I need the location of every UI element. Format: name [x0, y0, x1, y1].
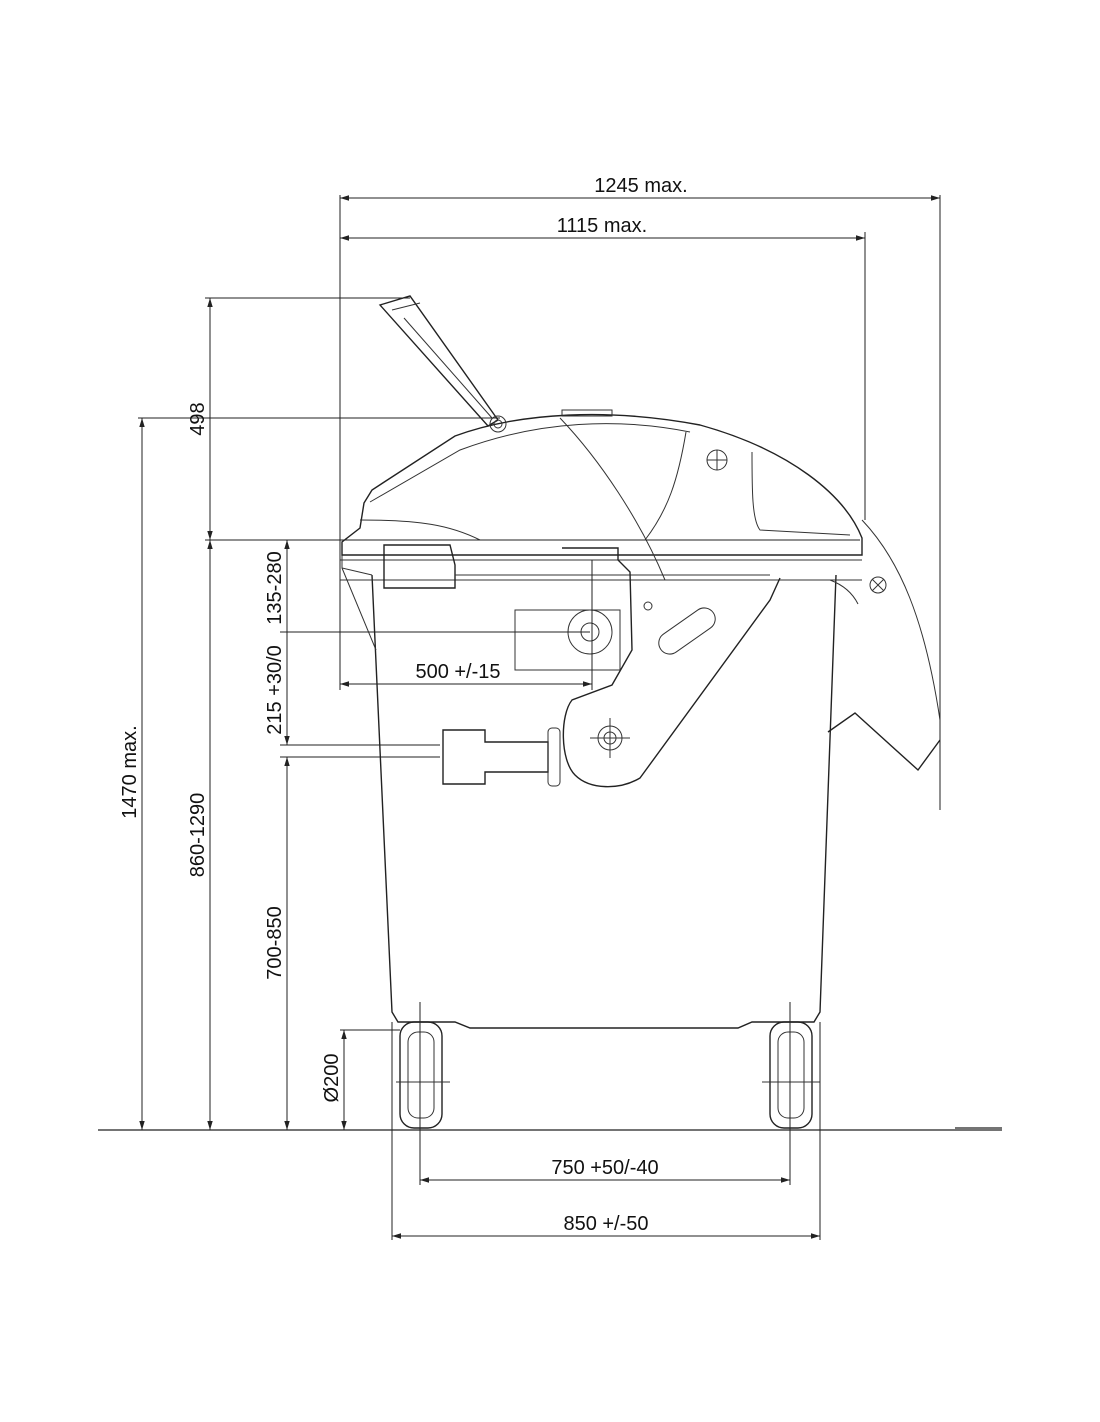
- dim-wheel-track: 750 +50/-40: [551, 1157, 658, 1179]
- lifting-hardware: [383, 544, 781, 788]
- left-wheel: [396, 1021, 450, 1129]
- dim-trunnion-height: 700-850: [264, 906, 286, 979]
- dim-lid-open-height: 498: [187, 402, 209, 435]
- lid: [341, 409, 941, 721]
- dim-trunnion-offset: 215 +30/0: [264, 645, 286, 735]
- dim-base-width: 850 +/-50: [563, 1213, 648, 1235]
- right-wheel: [762, 1021, 820, 1129]
- dim-overall-height: 1470 max.: [119, 725, 141, 818]
- dim-rim-height: 860-1290: [187, 793, 209, 878]
- dim-trunnion-depth: 500 +/-15: [415, 661, 500, 683]
- dim-wheel-diameter: Ø200: [321, 1054, 343, 1103]
- dim-comb-offset: 135-280: [264, 551, 286, 624]
- extension-lines: [138, 195, 941, 1240]
- dim-body-width: 1115 max.: [557, 215, 647, 237]
- dim-overall-width: 1245 max.: [594, 175, 687, 197]
- dimension-lines: [139, 195, 940, 1239]
- container-body: [340, 542, 941, 1029]
- open-lid-flap: [378, 295, 507, 433]
